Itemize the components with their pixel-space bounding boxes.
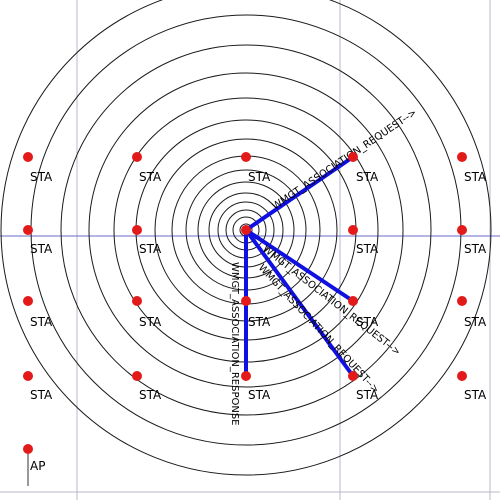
station-nodes [23, 152, 467, 454]
link-to-sta-lower-right [244, 228, 355, 378]
sta-node[interactable] [457, 152, 467, 162]
sta-label: STA [356, 388, 379, 402]
sta-label: STA [356, 242, 379, 256]
ap-node[interactable] [23, 444, 33, 454]
link-to-sta-upper-right [244, 155, 355, 232]
association-links [244, 155, 355, 378]
ap-label: AP [30, 459, 45, 473]
sta-node[interactable] [348, 296, 358, 306]
sta-node[interactable] [348, 152, 358, 162]
sta-node[interactable] [348, 225, 358, 235]
ring [0, 0, 492, 476]
sta-node[interactable] [23, 152, 33, 162]
sta-label: STA [30, 170, 53, 184]
sta-label: STA [356, 315, 379, 329]
sta-label: STA [248, 388, 271, 402]
sta-node[interactable] [457, 296, 467, 306]
sta-node[interactable] [241, 152, 251, 162]
sta-node[interactable] [457, 371, 467, 381]
sta-label: STA [464, 388, 487, 402]
sta-node[interactable] [132, 296, 142, 306]
sta-label: STA [139, 170, 162, 184]
ring [60, 44, 432, 416]
sta-node[interactable] [23, 371, 33, 381]
sta-node[interactable] [23, 225, 33, 235]
sta-node[interactable] [132, 152, 142, 162]
station-labels: STA STA STA STA STA STA STA STA STA STA … [30, 170, 487, 473]
sta-label: STA [30, 315, 53, 329]
sta-label: STA [464, 315, 487, 329]
sta-node[interactable] [457, 225, 467, 235]
sta-label: STA [464, 242, 487, 256]
sta-label: STA [30, 242, 53, 256]
sta-node[interactable] [241, 371, 251, 381]
sta-label: STA [356, 170, 379, 184]
request-label-upper: WMGT_ASSOCIATION_REQUEST--> [271, 107, 420, 212]
sta-node[interactable] [241, 296, 251, 306]
sta-node[interactable] [348, 371, 358, 381]
message-labels: WMGT_ASSOCIATION_REQUEST--> WMGT_ASSOCIA… [229, 107, 419, 425]
sta-label: STA [464, 170, 487, 184]
sta-node[interactable] [23, 296, 33, 306]
sta-node[interactable] [132, 371, 142, 381]
response-label: WMGT_ASSOCIATION_RESPONSE [229, 262, 240, 426]
ring [88, 72, 404, 388]
link-to-sta-mid-right [244, 228, 355, 303]
sta-node-sender[interactable] [241, 225, 251, 235]
sta-label: STA [139, 388, 162, 402]
sta-label: STA [248, 170, 271, 184]
sta-node[interactable] [132, 225, 142, 235]
sta-label: STA [139, 242, 162, 256]
sta-label: STA [248, 315, 271, 329]
sta-label: STA [139, 315, 162, 329]
sta-label: STA [30, 388, 53, 402]
